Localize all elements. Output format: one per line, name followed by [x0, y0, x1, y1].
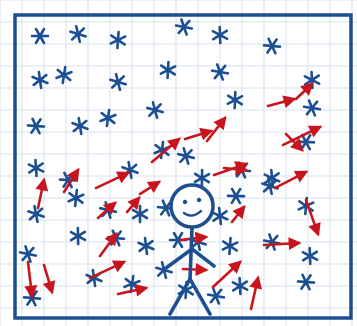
- figure-head: [171, 185, 213, 227]
- arrow-icon: [183, 269, 206, 270]
- figure-eye: [197, 198, 201, 202]
- figure-torso: [190, 229, 192, 279]
- figure-eye: [183, 200, 187, 204]
